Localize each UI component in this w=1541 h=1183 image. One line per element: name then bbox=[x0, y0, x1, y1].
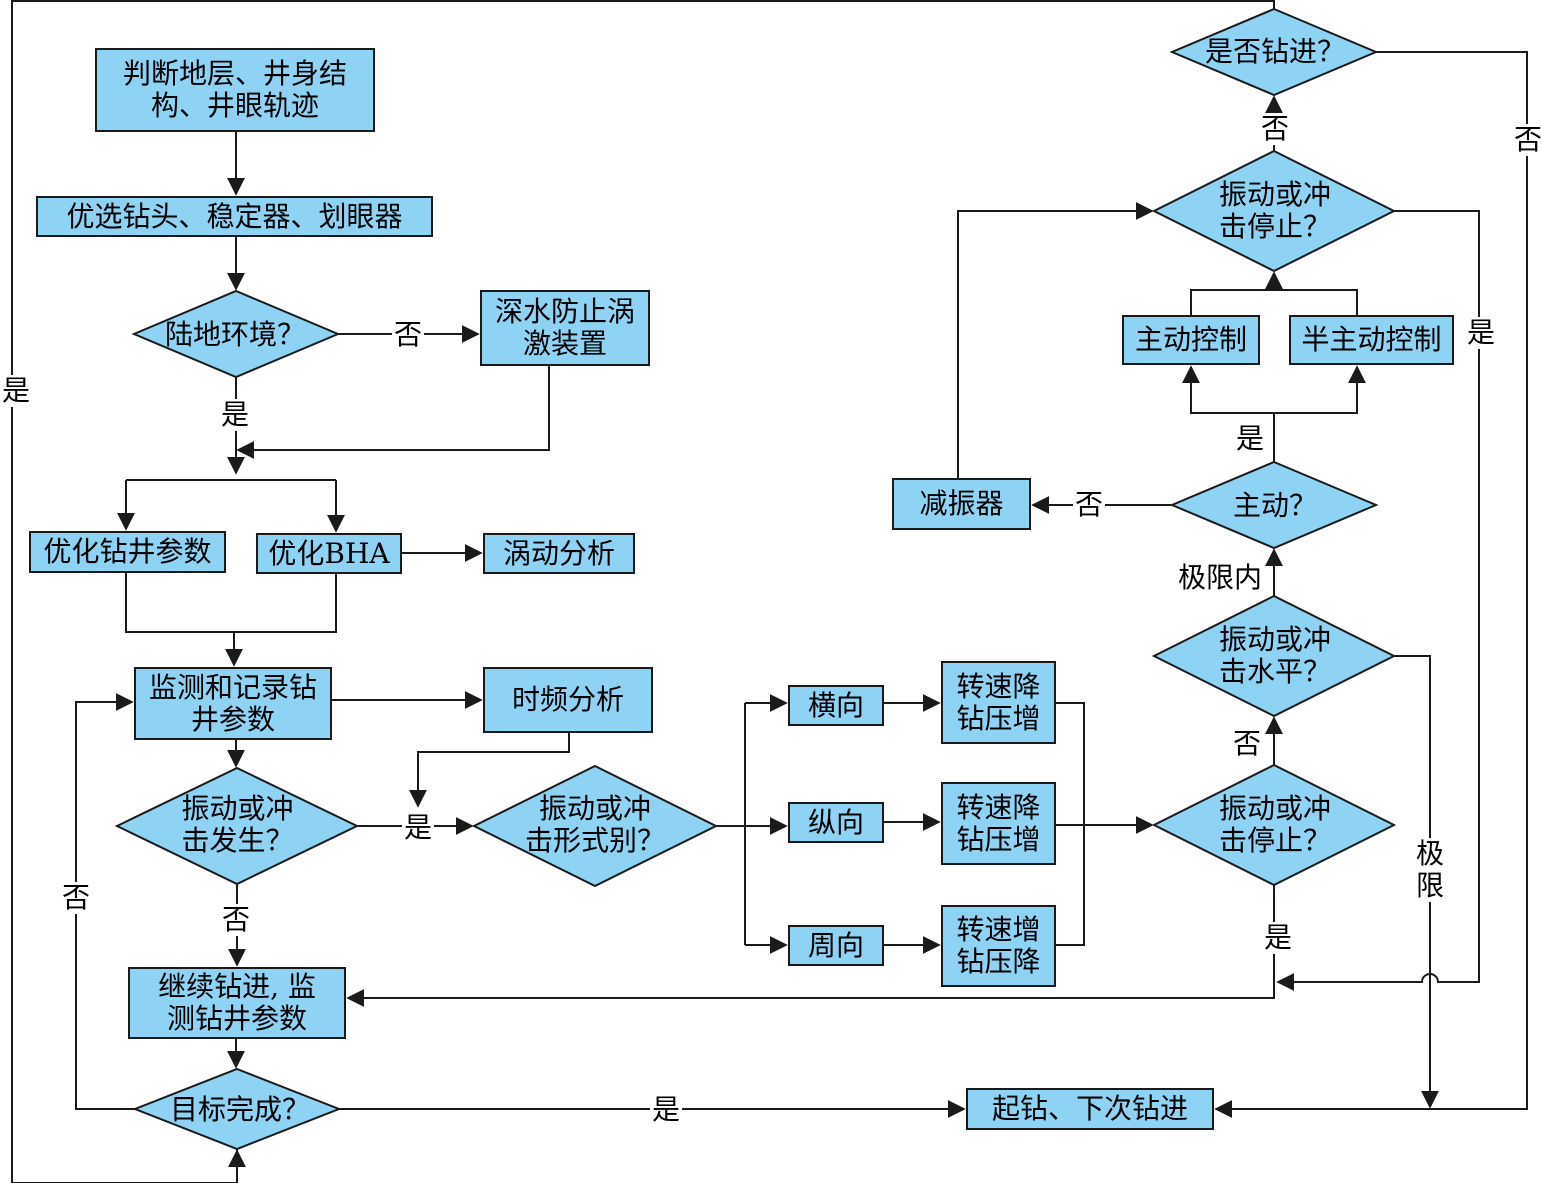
vibration-type-diamond bbox=[471, 764, 719, 888]
stop-lower-yes-label: 是 bbox=[1262, 921, 1295, 954]
flow-stop-upper-yes bbox=[1276, 210, 1480, 991]
optimize-bha-box: 优化BHA bbox=[256, 533, 402, 574]
active-decision: 主动？ bbox=[1232, 489, 1317, 522]
flow-active-yes-trunk bbox=[1182, 365, 1275, 462]
beyond-limit-label: 极 限 bbox=[1414, 837, 1447, 902]
axial-box: 纵向 bbox=[788, 802, 884, 843]
whirl-analysis-box: 涡动分析 bbox=[483, 533, 635, 574]
flow-drill-no bbox=[1214, 51, 1528, 1118]
active-no-label: 否 bbox=[1073, 488, 1106, 521]
occur-no-label: 否 bbox=[220, 903, 253, 936]
axial-action-box: 转速降 钻压增 bbox=[941, 782, 1056, 865]
flow-deepwater-return bbox=[236, 366, 550, 459]
drill-no-label: 否 bbox=[1512, 124, 1541, 156]
vibration-type-decision: 振动或冲 击形式别？ bbox=[524, 792, 665, 857]
active-diamond bbox=[1169, 460, 1379, 550]
stop-upper-no-label: 否 bbox=[1259, 112, 1292, 145]
lateral-box: 横向 bbox=[788, 685, 884, 726]
vibration-stop-diamond-upper bbox=[1151, 149, 1397, 273]
judge-formation-box: 判断地层、井身结 构、井眼轨迹 bbox=[95, 48, 375, 132]
torsional-action-box: 转速增 钻压降 bbox=[941, 905, 1056, 987]
stop-lower-no-label: 否 bbox=[1231, 727, 1264, 760]
goal-complete-decision: 目标完成？ bbox=[169, 1093, 310, 1126]
continue-drilling-decision: 是否钻进？ bbox=[1204, 35, 1345, 68]
vibration-stop-decision-upper: 振动或冲 击停止？ bbox=[1218, 178, 1331, 243]
goal-no-label: 否 bbox=[60, 881, 93, 914]
time-frequency-box: 时频分析 bbox=[483, 667, 653, 733]
occur-yes-label: 是 bbox=[402, 811, 435, 844]
vibration-level-decision: 振动或冲 击水平？ bbox=[1218, 623, 1331, 688]
lateral-action-box: 转速降 钻压增 bbox=[941, 661, 1056, 744]
flow-tf-return bbox=[409, 733, 570, 808]
deepwater-device-box: 深水防止涡 激装置 bbox=[480, 290, 650, 366]
active-yes-label: 是 bbox=[1234, 422, 1267, 455]
flow-merge bbox=[125, 573, 337, 633]
torsional-box: 周向 bbox=[788, 925, 884, 966]
vibration-level-diamond bbox=[1151, 594, 1397, 718]
vibration-occur-decision: 振动或冲 击发生？ bbox=[181, 792, 294, 857]
continue-drilling-diamond bbox=[1169, 7, 1379, 97]
active-control-box: 主动控制 bbox=[1122, 315, 1260, 365]
semi-active-control-box: 半主动控制 bbox=[1289, 315, 1454, 365]
within-limit-label: 极限内 bbox=[1176, 561, 1265, 594]
flow-active-yes-semi bbox=[1274, 365, 1366, 414]
outer-loop-yes-label: 是 bbox=[0, 374, 33, 407]
stop-upper-yes-label: 是 bbox=[1465, 316, 1498, 349]
monitor-record-box: 监测和记录钻 井参数 bbox=[134, 667, 332, 740]
select-bit-box: 优选钻头、稳定器、划眼器 bbox=[36, 196, 433, 237]
optimize-params-box: 优化钻井参数 bbox=[29, 531, 226, 573]
damper-box: 减振器 bbox=[892, 478, 1031, 530]
trip-next-run-box: 起钻、下次钻进 bbox=[966, 1088, 1214, 1130]
flow-controls-merge bbox=[1190, 289, 1358, 315]
land-yes-label: 是 bbox=[219, 398, 252, 431]
land-environment-decision: 陆地环境？ bbox=[164, 318, 305, 351]
goal-yes-label: 是 bbox=[650, 1093, 683, 1126]
land-no-label: 否 bbox=[392, 318, 425, 351]
continue-drilling-box: 继续钻进, 监 测钻井参数 bbox=[128, 967, 346, 1039]
vibration-stop-decision-lower: 振动或冲 击停止？ bbox=[1218, 792, 1331, 857]
flow-damper-to-stop bbox=[957, 202, 1154, 478]
flow-level-limit bbox=[1394, 655, 1439, 1109]
